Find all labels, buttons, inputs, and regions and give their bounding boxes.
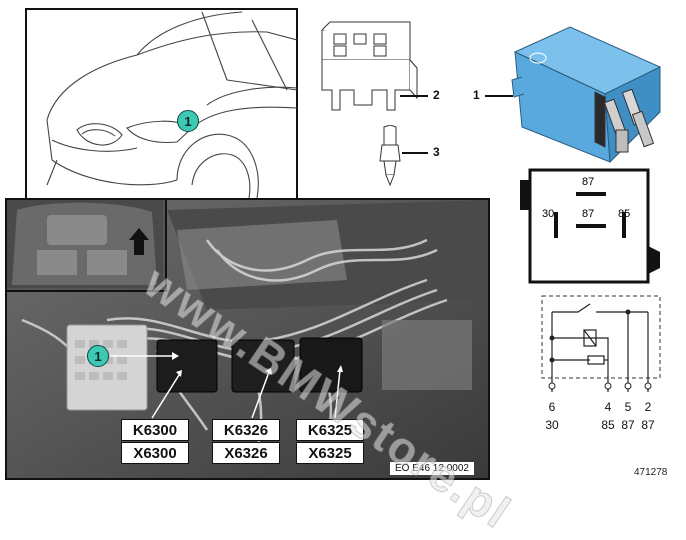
relay-pin-diagram: 87 30 87 85: [520, 168, 660, 286]
relay-circuit-schematic: [541, 295, 661, 392]
part-label-3: 3: [433, 145, 440, 159]
photo-code-label: EO E46 12 0002: [390, 462, 474, 475]
engine-bay-photo: 1 K6300 X6300 K6326 X6326 K6325 X6325 EO…: [5, 198, 490, 480]
connector-label-k6326: K6326: [212, 419, 280, 441]
schematic-terminal-30: 30: [545, 418, 559, 432]
connector-label-x6326: X6326: [212, 442, 280, 464]
car-location-panel: 1: [25, 8, 298, 200]
connector-label-k6325: K6325: [296, 419, 364, 441]
schematic-pin-2: 2: [644, 400, 652, 414]
schematic-pin-4: 4: [604, 400, 612, 414]
part-label-2: 2: [433, 88, 440, 102]
leader-line-3: [402, 152, 428, 154]
pin-label-85: 85: [618, 208, 631, 220]
relay-housing-illustration: [321, 21, 418, 111]
leader-line-1: [485, 95, 513, 97]
contact-terminal-illustration: [379, 125, 401, 187]
inset-engine-compartment: [7, 200, 167, 292]
inset-engine-render: [7, 200, 163, 288]
schematic-terminal-87a: 87: [621, 418, 635, 432]
location-callout-car: 1: [177, 110, 199, 132]
schematic-pin-5: 5: [624, 400, 632, 414]
relay-illustration: [511, 26, 662, 164]
pin-label-87-top: 87: [582, 176, 595, 188]
connector-label-k6300: K6300: [121, 419, 189, 441]
schematic-terminal-87b: 87: [641, 418, 655, 432]
drawing-number: 471278: [634, 467, 668, 478]
connector-leader-lines: [110, 352, 343, 419]
connector-label-x6325: X6325: [296, 442, 364, 464]
part-label-1: 1: [473, 88, 480, 102]
connector-label-x6300: X6300: [121, 442, 189, 464]
leader-line-2: [400, 95, 428, 97]
relay-pin-diagram-frame: [520, 168, 660, 284]
car-outline-illustration: [46, 11, 297, 198]
schematic-terminal-85: 85: [601, 418, 615, 432]
pin-label-30: 30: [542, 208, 555, 220]
schematic-pin-6: 6: [548, 400, 556, 414]
pin-label-87-mid: 87: [582, 208, 595, 220]
location-callout-photo: 1: [87, 345, 109, 367]
